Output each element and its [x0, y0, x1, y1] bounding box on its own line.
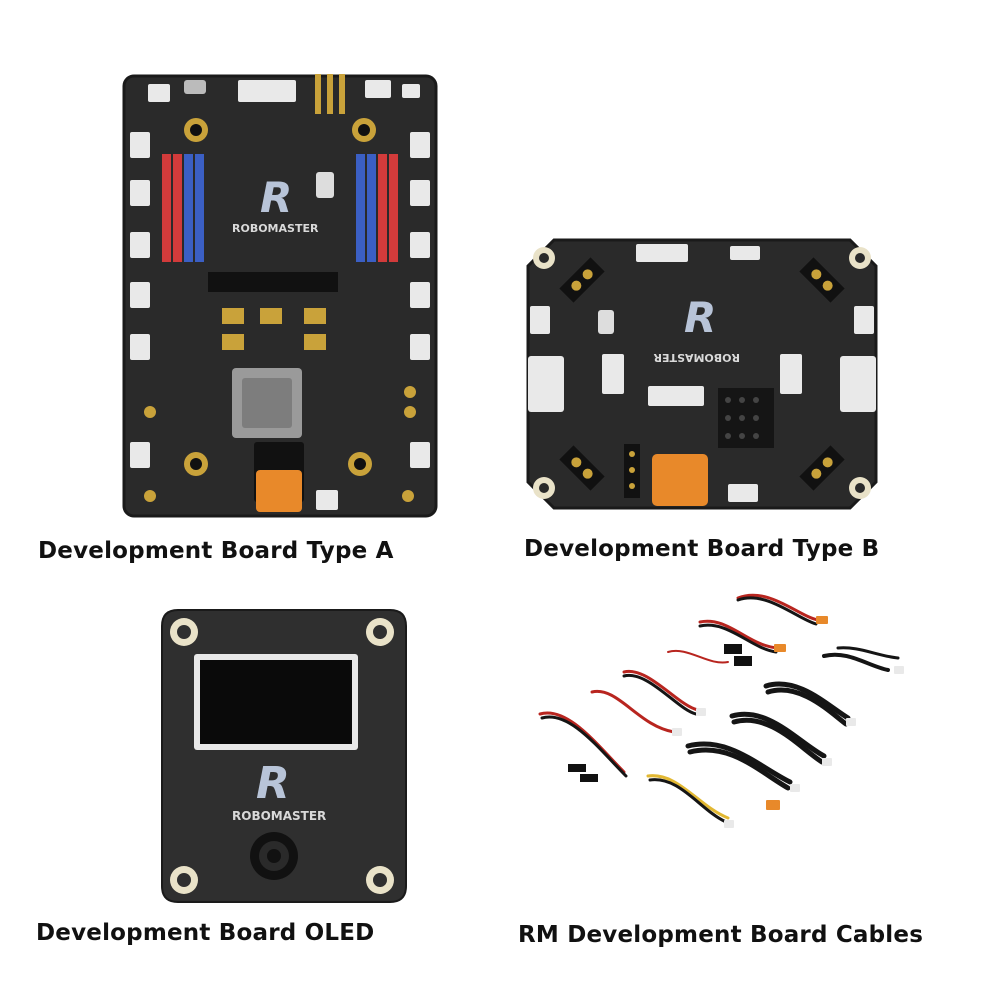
- type-b-wordmark: ROBOMASTER: [653, 351, 740, 364]
- type-a-board-photo: R ROBOMASTER: [122, 74, 438, 518]
- type-a-logo: R: [260, 173, 292, 222]
- type-b-logo: R: [684, 293, 716, 342]
- caption-cables: RM Development Board Cables: [518, 922, 924, 948]
- type-b-board-photo: R ROBOMASTER: [526, 238, 878, 510]
- type-a-wordmark: ROBOMASTER: [232, 222, 319, 235]
- oled-screen: [200, 660, 352, 744]
- caption-type-b: Development Board Type B: [524, 536, 880, 562]
- oled-wordmark: ROBOMASTER: [232, 809, 326, 823]
- oled-board-photo: R ROBOMASTER: [161, 609, 407, 903]
- oled-logo: R: [256, 758, 290, 809]
- cables-photo: [538, 593, 904, 828]
- caption-type-a: Development Board Type A: [38, 538, 394, 564]
- caption-oled: Development Board OLED: [36, 920, 375, 946]
